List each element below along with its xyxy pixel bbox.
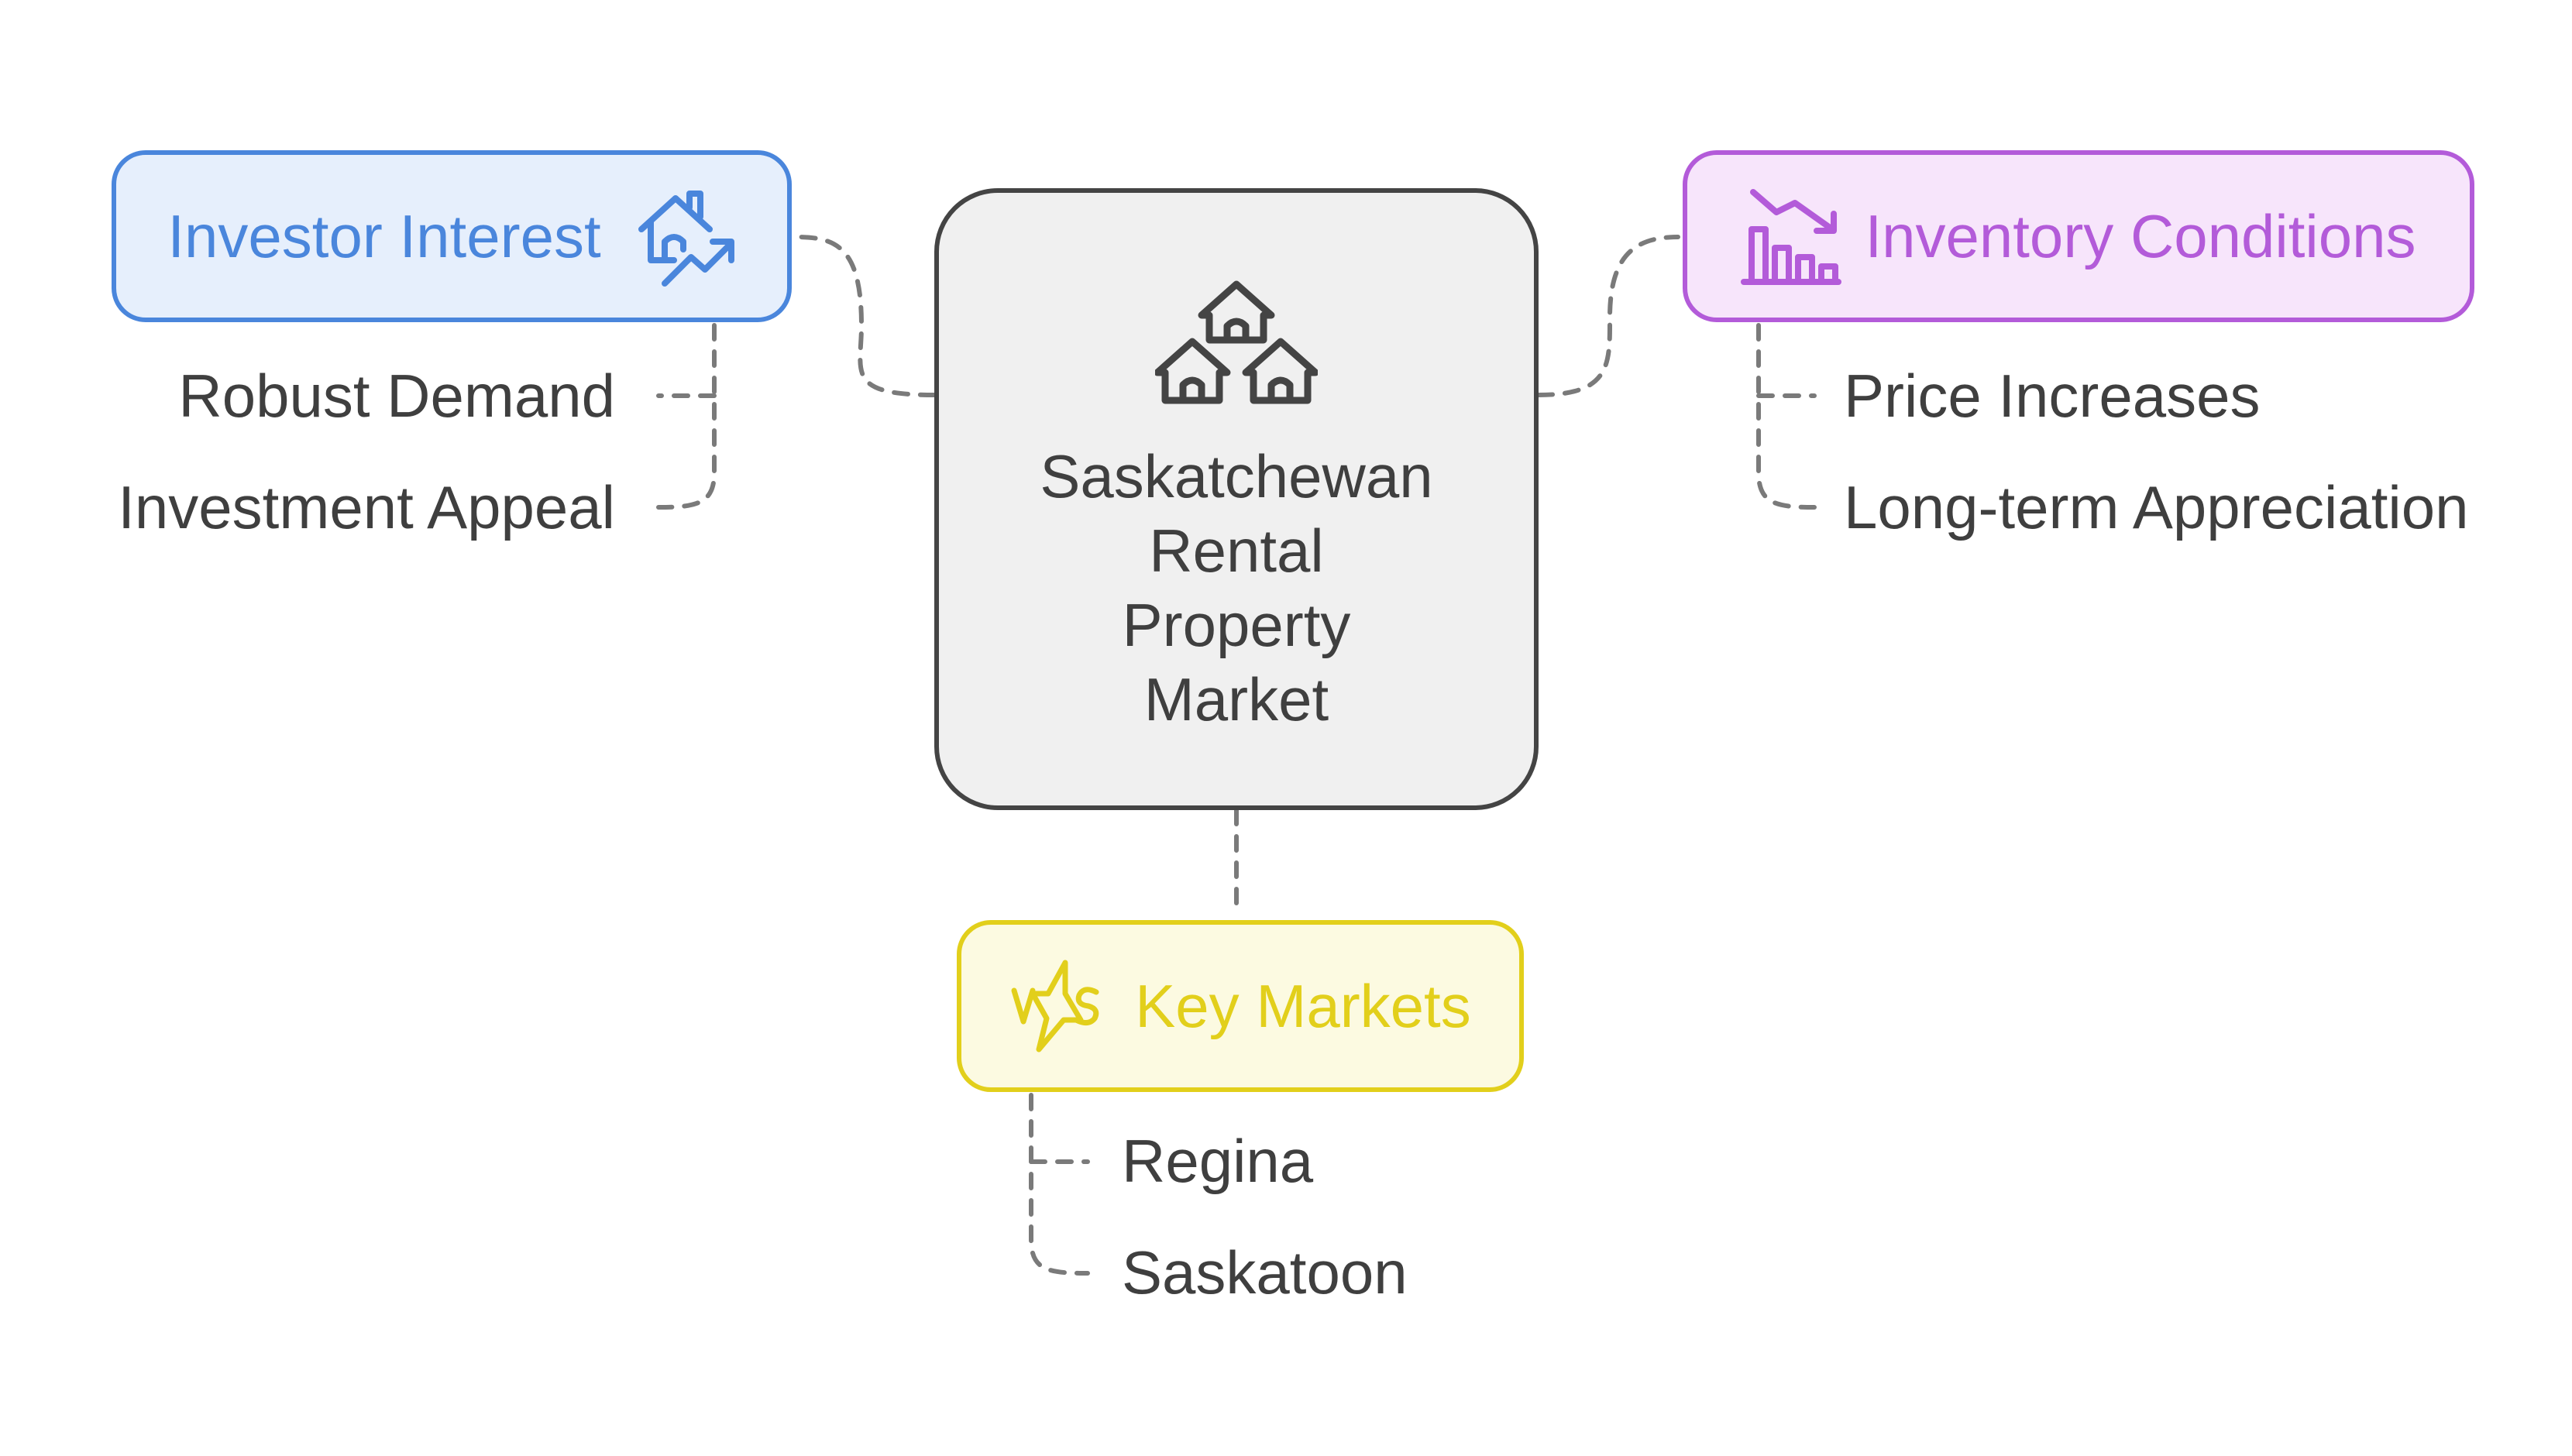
investment-appeal-label: Investment Appeal [118, 473, 615, 541]
investor-interest-card[interactable]: Investor Interest [112, 150, 792, 322]
center-title-line: Rental [1149, 517, 1324, 585]
inventory-conditions-label: Inventory Conditions [1865, 202, 2416, 270]
center-title-line: Saskatchewan [1040, 442, 1433, 510]
regina-label: Regina [1122, 1127, 1314, 1195]
houses-icon [1155, 280, 1318, 404]
connector-key-items [1029, 1093, 1090, 1276]
connector-investor-items [656, 323, 717, 510]
versus-icon [1011, 960, 1099, 1053]
center-node[interactable]: Saskatchewan Rental Property Market [934, 188, 1539, 810]
price-increases-label: Price Increases [1844, 362, 2261, 430]
inventory-conditions-card[interactable]: Inventory Conditions [1683, 150, 2474, 322]
saskatoon-label: Saskatoon [1122, 1238, 1408, 1307]
investor-interest-label: Investor Interest [167, 202, 601, 270]
connector-center-to-inventory [1536, 235, 1680, 397]
connector-center-to-investor [794, 235, 937, 397]
center-title-line: Property [1122, 591, 1351, 659]
center-title-line: Market [1143, 665, 1329, 733]
declining-bar-chart-icon [1741, 189, 1842, 285]
long-term-appreciation-label: Long-term Appreciation [1844, 473, 2469, 541]
robust-demand-label: Robust Demand [178, 362, 615, 430]
house-growth-icon [638, 191, 734, 287]
key-markets-label: Key Markets [1135, 972, 1471, 1040]
key-markets-card[interactable]: Key Markets [957, 920, 1524, 1092]
connector-inventory-items [1756, 323, 1817, 510]
center-title: Saskatchewan Rental Property Market [1040, 439, 1432, 737]
